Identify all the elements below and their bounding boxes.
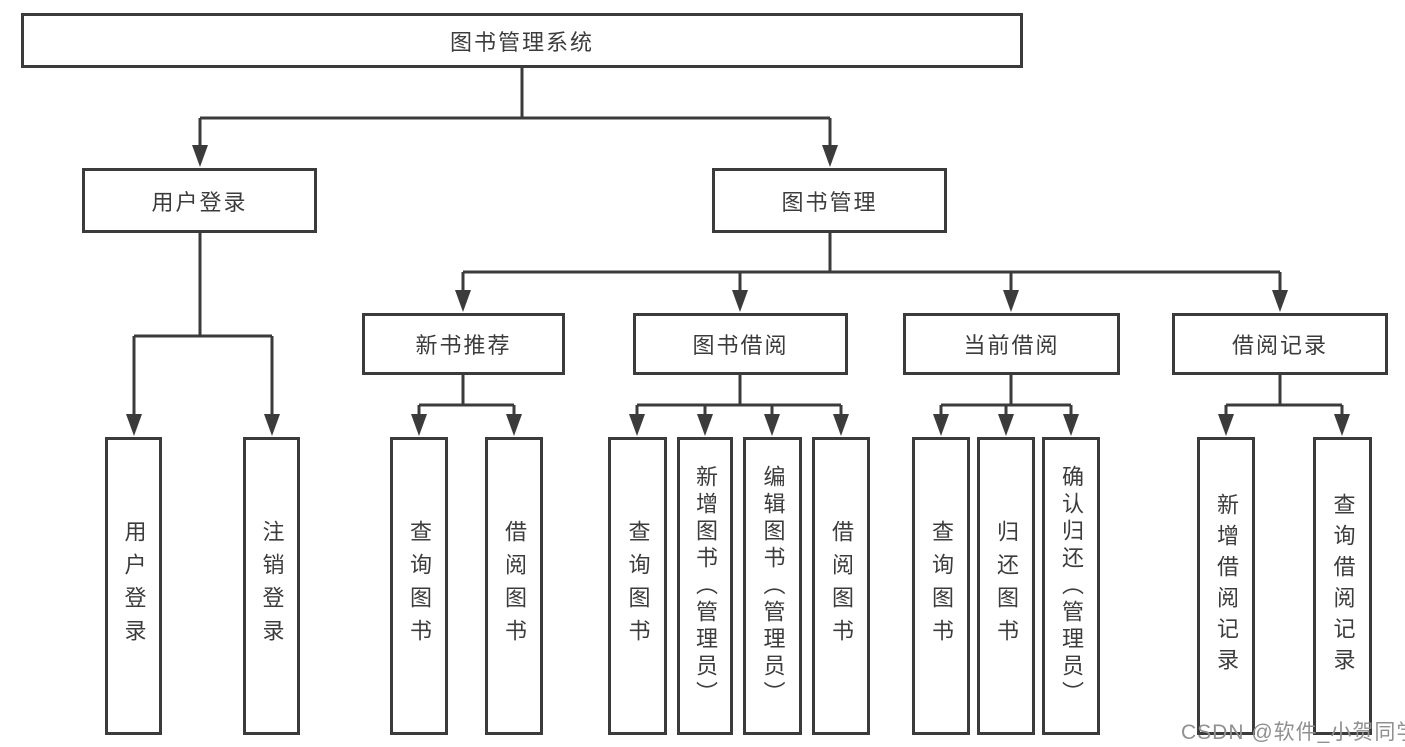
node-borrow-records: 借阅记录 xyxy=(1172,313,1388,375)
leaf-label: 注销登录 xyxy=(259,520,285,652)
leaf-label: 查询借阅记录 xyxy=(1330,493,1356,679)
leaf-return-book: 归还图书 xyxy=(977,437,1035,735)
leaf-add-book-admin: 新增图书（管理员） xyxy=(677,437,733,735)
node-book-management: 图书管理 xyxy=(712,168,947,233)
leaf-query-books-current: 查询图书 xyxy=(912,437,970,735)
node-user-login: 用户登录 xyxy=(82,168,317,233)
leaf-query-borrow-record: 查询借阅记录 xyxy=(1313,437,1372,735)
leaf-label: 归还图书 xyxy=(994,520,1019,652)
leaf-logout: 注销登录 xyxy=(243,437,300,735)
leaf-label: 查询图书 xyxy=(929,520,954,652)
leaf-user-login: 用户登录 xyxy=(105,437,162,735)
leaf-query-books-recommend: 查询图书 xyxy=(390,437,448,735)
node-current-borrow: 当前借阅 xyxy=(903,313,1120,375)
leaf-label: 借阅图书 xyxy=(829,520,854,652)
leaf-add-borrow-record: 新增借阅记录 xyxy=(1197,437,1255,735)
node-new-book-recommend: 新书推荐 xyxy=(362,313,565,375)
watermark: CSDN @软件_小贺同学 xyxy=(1181,721,1405,744)
leaf-query-books-borrow: 查询图书 xyxy=(608,437,667,735)
leaf-confirm-return-admin: 确认归还（管理员） xyxy=(1042,437,1100,735)
leaf-label: 新增图书（管理员） xyxy=(693,464,718,708)
leaf-label: 用户登录 xyxy=(121,520,147,652)
leaf-label: 查询图书 xyxy=(407,520,432,652)
node-root: 图书管理系统 xyxy=(21,13,1023,68)
leaf-edit-book-admin: 编辑图书（管理员） xyxy=(743,437,802,735)
node-book-borrow: 图书借阅 xyxy=(633,313,848,375)
leaf-label: 新增借阅记录 xyxy=(1214,493,1239,679)
leaf-label: 确认归还（管理员） xyxy=(1059,464,1084,708)
leaf-label: 编辑图书（管理员） xyxy=(760,464,786,708)
leaf-label: 查询图书 xyxy=(625,520,651,652)
leaf-borrow-books: 借阅图书 xyxy=(812,437,870,735)
leaf-borrow-books-recommend: 借阅图书 xyxy=(485,437,543,735)
leaf-label: 借阅图书 xyxy=(502,520,527,652)
